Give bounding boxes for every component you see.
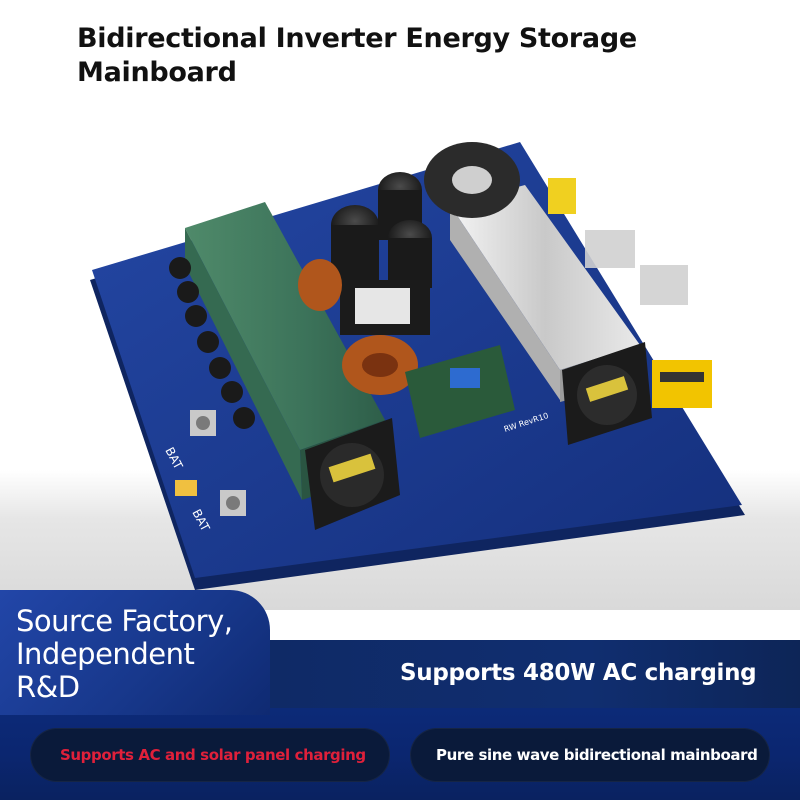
left-cooling-fan xyxy=(305,418,400,530)
toroid-inductor xyxy=(424,142,520,218)
feature-right-text: Pure sine wave bidirectional mainboard xyxy=(436,746,758,764)
feature-pill-left xyxy=(30,728,390,782)
battery-terminals xyxy=(175,410,246,516)
factory-claim: Source Factory, Independent R&D xyxy=(16,604,233,704)
mainboard-photo: BAT BAT RW RevR10 xyxy=(90,142,745,590)
page-title: Bidirectional Inverter Energy Storage Ma… xyxy=(77,23,637,88)
factory-panel xyxy=(0,590,270,715)
relay-and-x-capacitors xyxy=(548,178,712,408)
control-board xyxy=(405,345,515,438)
right-cooling-fan xyxy=(562,342,652,445)
main-feature-text: Supports 480W AC charging xyxy=(400,660,757,686)
feature-left-text: Supports AC and solar panel charging xyxy=(60,746,366,764)
feature-pill-right xyxy=(410,728,770,782)
main-feature-bar xyxy=(270,640,800,708)
bulk-capacitors xyxy=(331,172,432,288)
filter-capacitors xyxy=(169,257,255,429)
transformer xyxy=(298,259,430,395)
